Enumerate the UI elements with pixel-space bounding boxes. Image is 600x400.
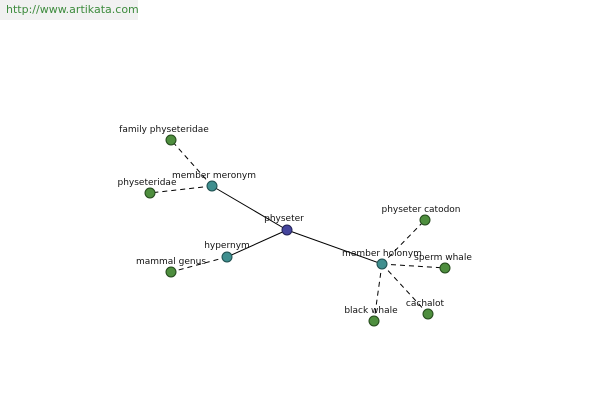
label-mammal-genus[interactable]: mammal genus xyxy=(136,257,206,267)
label-physeteridae[interactable]: physeteridae xyxy=(117,178,176,188)
label-member-meronym[interactable]: member meronym xyxy=(172,171,256,181)
label-sperm-whale[interactable]: sperm whale xyxy=(414,253,472,263)
node-physeteridae[interactable] xyxy=(144,187,156,199)
label-layer: member meronym hypernym member holonym fami… xyxy=(117,125,472,316)
site-watermark: http://www.artikata.com xyxy=(0,0,139,20)
node-black-whale[interactable] xyxy=(368,315,380,327)
node-physeter-catodon[interactable] xyxy=(419,214,431,226)
label-family-physeteridae[interactable]: family physeteridae xyxy=(119,125,209,135)
node-member-holonym[interactable] xyxy=(376,258,388,270)
edge-physeter-member-meronym xyxy=(211,185,288,231)
edge-member-holonym-black-whale xyxy=(373,263,383,322)
node-sperm-whale[interactable] xyxy=(439,262,451,274)
node-mammal-genus[interactable] xyxy=(165,266,177,278)
edge-member-meronym-family-physeteridae xyxy=(170,139,213,187)
edge-physeter-hypernym xyxy=(226,229,288,258)
edge-layer xyxy=(149,139,446,322)
edge-physeter-member-holonym xyxy=(286,229,383,265)
label-member-holonym[interactable]: member holonym xyxy=(342,249,422,259)
node-layer xyxy=(144,134,451,327)
label-black-whale[interactable]: black whale xyxy=(344,306,398,316)
node-cachalot[interactable] xyxy=(422,308,434,320)
node-hypernym[interactable] xyxy=(221,251,233,263)
node-family-physeteridae[interactable] xyxy=(165,134,177,146)
label-hypernym[interactable]: hypernym xyxy=(204,241,250,251)
edge-member-holonym-physeter-catodon xyxy=(381,219,426,265)
edge-member-meronym-physeteridae xyxy=(149,185,213,194)
label-cachalot[interactable]: cachalot xyxy=(406,299,445,309)
label-physeter-catodon[interactable]: physeter catodon xyxy=(381,205,460,215)
edge-member-holonym-cachalot xyxy=(381,263,429,315)
node-member-meronym[interactable] xyxy=(206,180,218,192)
node-physeter[interactable] xyxy=(281,224,293,236)
label-physeter[interactable]: physeter xyxy=(264,214,304,224)
edge-hypernym-mammal-genus xyxy=(170,256,228,273)
edge-member-holonym-sperm-whale xyxy=(381,263,446,269)
